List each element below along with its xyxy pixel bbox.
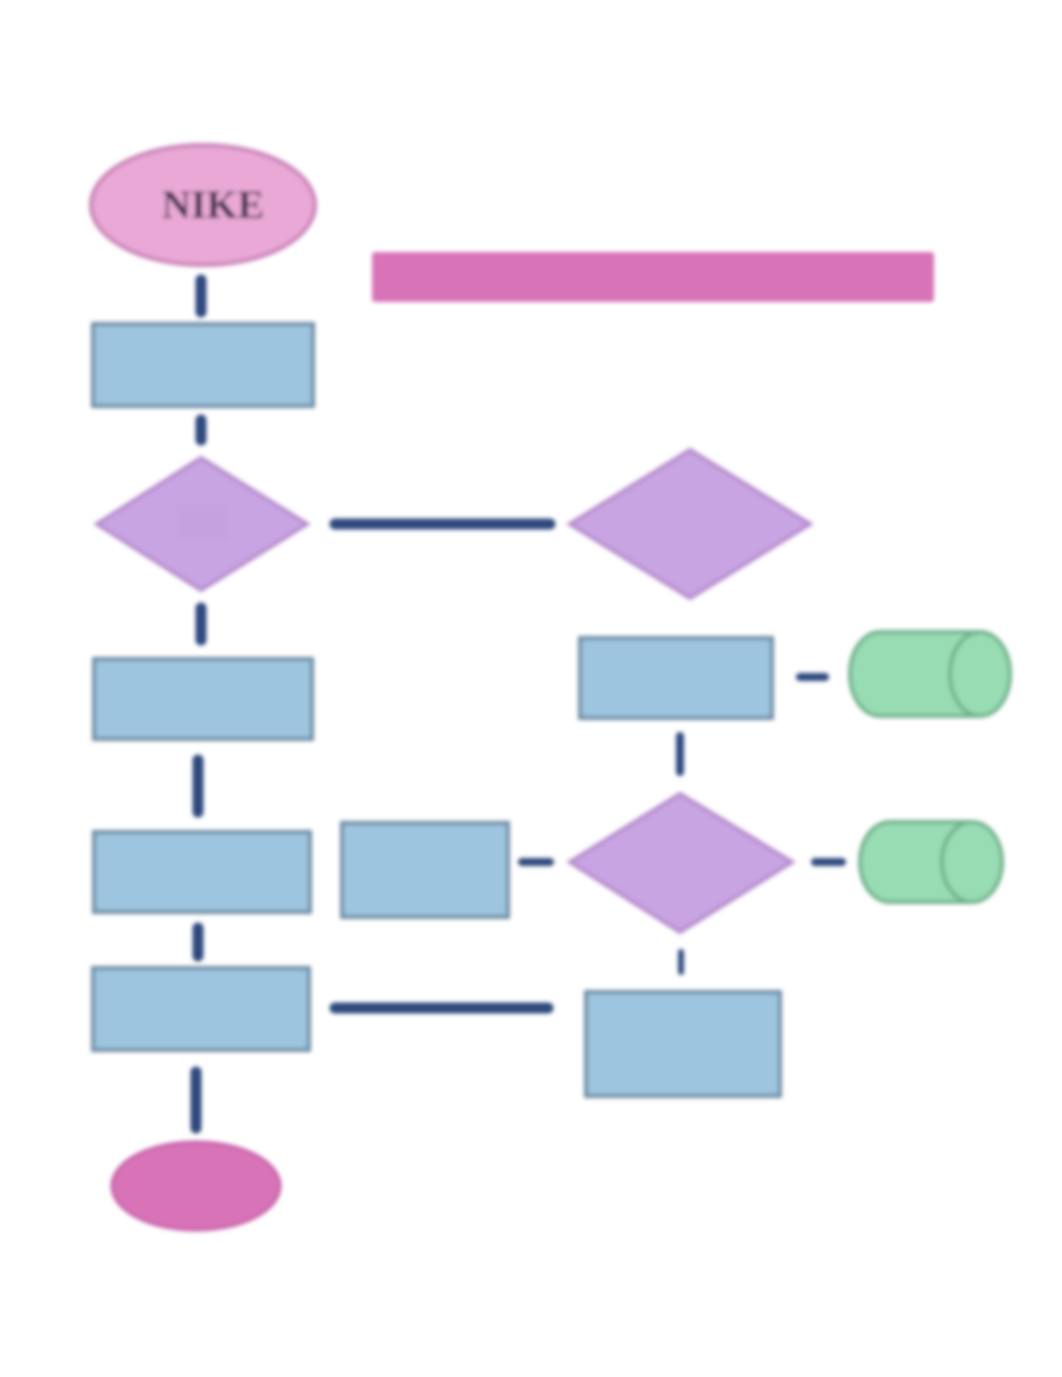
end-terminal: [110, 1140, 282, 1232]
decision-1: [93, 455, 311, 593]
data-store-2: [858, 820, 1004, 904]
decision-2: [566, 447, 814, 601]
process-step-4: [91, 966, 311, 1052]
title-banner: [372, 252, 934, 302]
process-step-3: [92, 830, 312, 914]
start-terminal: NIKE: [89, 143, 317, 267]
process-box-bottom-right: [584, 990, 782, 1098]
process-step-1: [91, 322, 315, 408]
data-store-1: [848, 630, 1012, 718]
process-box-right-top: [578, 636, 774, 720]
process-box-middle-left: [340, 821, 510, 919]
connectors: [190, 274, 846, 1134]
start-label: NIKE: [162, 182, 264, 227]
decision-1-inner-mark: [176, 504, 228, 540]
decision-3: [566, 791, 796, 935]
process-step-2: [92, 657, 314, 741]
